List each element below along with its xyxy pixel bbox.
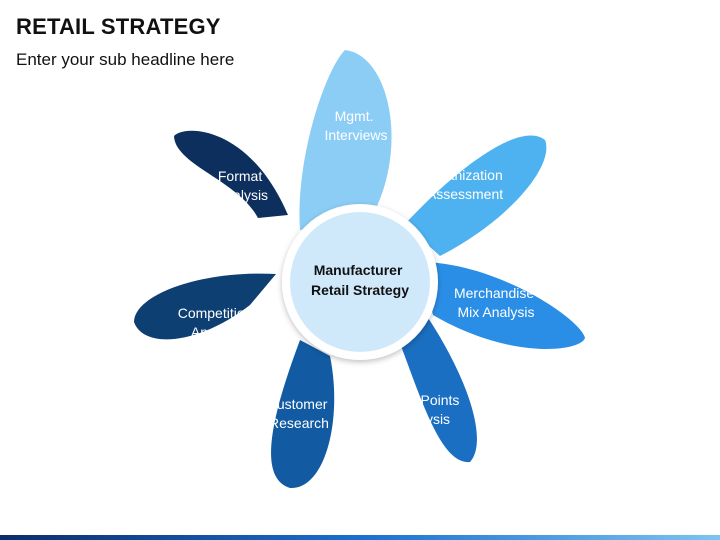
petal-label-competition-line1: Competition: [178, 305, 253, 321]
petal-mgmt: [299, 50, 392, 230]
bottom-accent-bar: [0, 535, 720, 540]
petal-label-customer-line1: Customer: [267, 396, 328, 412]
page-title: RETAIL STRATEGY: [16, 14, 221, 39]
petal-label-mgmt-line2: Interviews: [324, 127, 387, 143]
petal-format: [174, 130, 288, 218]
center-label-line2: Retail Strategy: [311, 282, 409, 298]
petal-label-mgmt-line1: Mgmt.: [335, 108, 374, 124]
petal-label-format-line1: Format: [218, 168, 262, 184]
petal-label-competition: Competition Analysis: [178, 305, 257, 340]
petal-competition: [134, 273, 276, 340]
center-circle: [290, 212, 430, 352]
petal-label-organization-line2: Assessment: [427, 186, 503, 202]
petal-label-organization-line1: Organization: [423, 167, 502, 183]
petal-label-competition-line2: Analysis: [191, 324, 243, 340]
petal-label-format: Format Analysis: [216, 168, 268, 203]
petal-label-merchandise-line1: Merchandise: [454, 285, 534, 301]
center-label: Manufacturer Retail Strategy: [311, 262, 409, 298]
petal-label-price-points: Price Points Analysis: [385, 392, 464, 427]
petal-label-organization: Organization Assessment: [423, 167, 506, 202]
petal-label-merchandise-line2: Mix Analysis: [457, 304, 534, 320]
petal-label-customer-line2: Research: [269, 415, 329, 431]
petal-label-price-points-line2: Analysis: [398, 411, 450, 427]
petal-merchandise: [420, 262, 585, 349]
petal-label-mgmt: Mgmt. Interviews: [324, 108, 387, 143]
petal-price-points: [395, 306, 477, 463]
petal-label-price-points-line1: Price Points: [385, 392, 460, 408]
petal-label-merchandise: Merchandise Mix Analysis: [454, 285, 538, 320]
center-label-line1: Manufacturer: [314, 262, 403, 278]
petal-label-customer: Customer Research: [267, 396, 332, 431]
petal-customer: [271, 340, 335, 489]
petal-label-format-line2: Analysis: [216, 187, 268, 203]
page-subtitle: Enter your sub headline here: [16, 50, 235, 69]
petal-organization: [405, 135, 547, 256]
